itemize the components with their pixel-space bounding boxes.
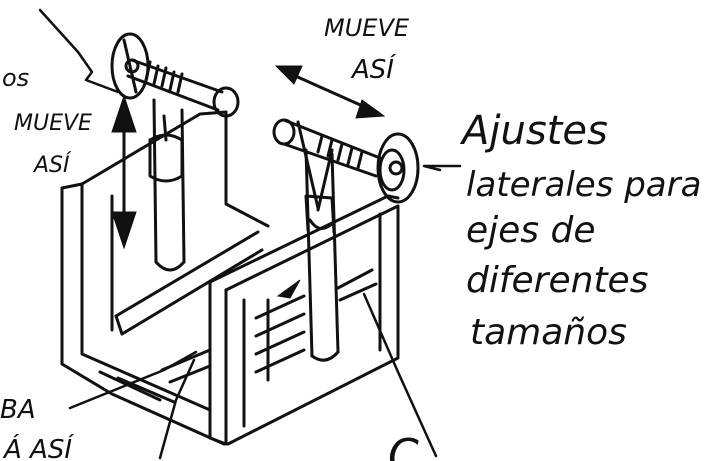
leader-line-adjust bbox=[422, 164, 462, 172]
right-knob-icon bbox=[376, 132, 420, 204]
label-vertical-move-1: MUEVE bbox=[14, 111, 92, 136]
horizontal-move-arrow bbox=[274, 65, 386, 119]
label-adjust-3: ejes de bbox=[466, 210, 596, 251]
label-bottom-left-1: BA bbox=[0, 395, 36, 425]
label-horizontal-move-2: ASÍ bbox=[350, 53, 396, 85]
label-adjust-4: diferentes bbox=[466, 260, 648, 301]
frame bbox=[60, 110, 400, 446]
label-adjust-1: Ajustes bbox=[459, 108, 608, 154]
left-post bbox=[148, 98, 186, 272]
label-bottom-right-fragment: C bbox=[388, 430, 419, 461]
right-shaft bbox=[272, 118, 382, 178]
left-knob-icon bbox=[110, 32, 150, 100]
label-adjust-2: laterales para bbox=[466, 165, 701, 205]
label-bottom-left-2: Á ASÍ bbox=[2, 433, 74, 461]
leader-line-bottom-right bbox=[362, 292, 438, 458]
label-adjust-5: tamaños bbox=[470, 312, 627, 353]
leader-line-top-left bbox=[38, 8, 120, 94]
right-post bbox=[296, 120, 340, 362]
vertical-move-arrow bbox=[111, 94, 137, 250]
label-top-left-fragment: os bbox=[2, 64, 29, 92]
label-horizontal-move-1: MUEVE bbox=[324, 14, 410, 42]
slide-arrow bbox=[276, 279, 301, 299]
label-vertical-move-2: ASÍ bbox=[32, 152, 72, 178]
